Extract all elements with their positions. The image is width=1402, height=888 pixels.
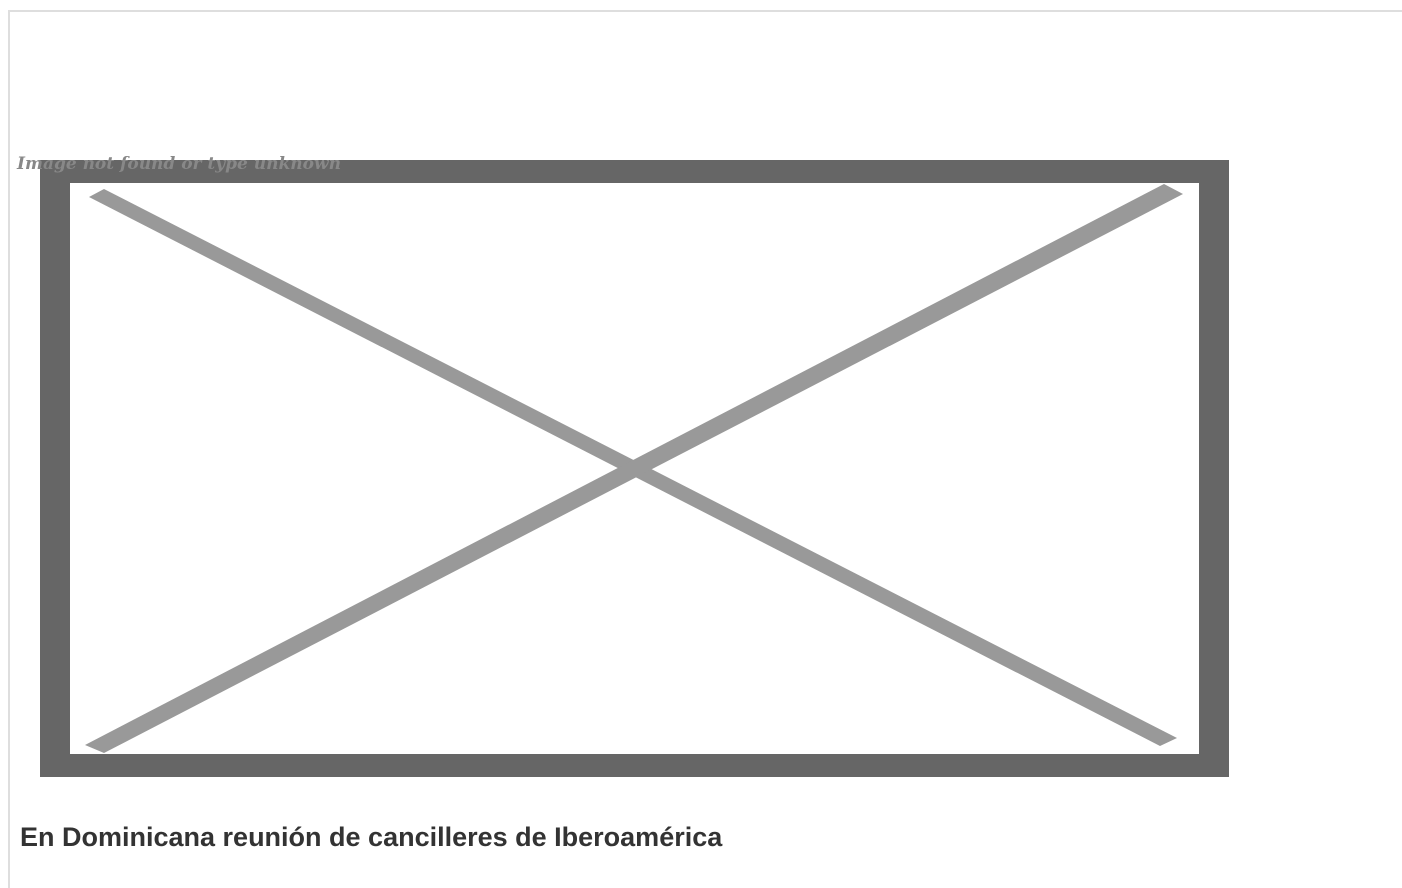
cross-line-right [85, 184, 1183, 753]
broken-image-placeholder[interactable] [40, 160, 1229, 777]
broken-image-icon [40, 160, 1229, 777]
image-alt-text: Image not found or type unknown [17, 154, 341, 174]
article-headline[interactable]: En Dominicana reunión de cancilleres de … [20, 822, 723, 852]
article-card [8, 10, 1402, 888]
